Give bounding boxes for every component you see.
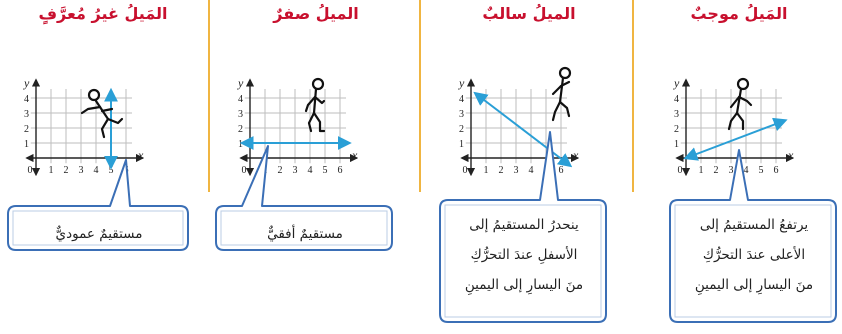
callout-text-undefined: مستقيمٌ عموديٌّ <box>12 219 186 249</box>
x-tick-label: 0 <box>242 165 247 176</box>
callout-line: منَ اليسارِ إلى اليمينِ <box>676 270 832 300</box>
x-tick-label: 4 <box>529 165 534 176</box>
stick-figure-head <box>560 68 570 78</box>
x-tick-label: 5 <box>759 165 764 176</box>
y-tick-label: 4 <box>459 94 464 105</box>
x-tick-label: 1 <box>699 165 704 176</box>
y-tick-label: 3 <box>238 109 243 120</box>
stick-figure-limb <box>737 113 743 129</box>
x-tick-label: 3 <box>293 165 298 176</box>
x-axis-label: x <box>787 148 794 162</box>
x-tick-label: 1 <box>49 165 54 176</box>
stick-figure-head <box>738 79 748 89</box>
y-tick-label: 2 <box>459 124 464 135</box>
stick-figure-limb <box>314 89 316 113</box>
y-tick-label: 1 <box>674 139 679 150</box>
x-axis-label: x <box>137 148 144 162</box>
callout-line: ينحدرُ المستقيمُ إلى <box>446 210 602 240</box>
x-tick-label: 6 <box>774 165 779 176</box>
slope-line <box>476 94 571 166</box>
y-tick-label: 3 <box>24 109 29 120</box>
callout-text-negative: ينحدرُ المستقيمُ إلى الأسفلِ عندَ التحرُ… <box>446 210 602 300</box>
x-tick-label: 5 <box>323 165 328 176</box>
stick-figure-limb <box>737 89 741 113</box>
x-tick-label: 2 <box>499 165 504 176</box>
stick-figure-limb <box>82 107 100 113</box>
callout-line: يرتفعُ المستقيمُ إلى <box>676 210 832 240</box>
callout-text-zero: مستقيمٌ أفقيٌّ <box>222 219 388 249</box>
y-tick-label: 4 <box>238 94 243 105</box>
x-tick-label: 0 <box>28 165 33 176</box>
y-tick-label: 3 <box>459 109 464 120</box>
y-tick-label: 3 <box>674 109 679 120</box>
x-axis-label: x <box>351 148 358 162</box>
x-tick-label: 3 <box>729 165 734 176</box>
y-tick-label: 2 <box>238 124 243 135</box>
stick-figure-head <box>89 90 99 100</box>
x-axis-label: x <box>572 148 579 162</box>
x-tick-label: 4 <box>94 165 99 176</box>
y-axis-label: y <box>23 76 30 90</box>
y-tick-label: 2 <box>24 124 29 135</box>
x-tick-label: 3 <box>79 165 84 176</box>
y-tick-label: 4 <box>674 94 679 105</box>
callout-text-positive: يرتفعُ المستقيمُ إلى الأعلى عندَ التحرُّ… <box>676 210 832 300</box>
x-tick-label: 6 <box>338 165 343 176</box>
y-tick-label: 4 <box>24 94 29 105</box>
x-tick-label: 2 <box>64 165 69 176</box>
x-tick-label: 0 <box>678 165 683 176</box>
y-tick-label: 1 <box>459 139 464 150</box>
stick-figure-limb <box>553 102 560 120</box>
stick-figure-climbing <box>729 79 751 129</box>
x-tick-label: 3 <box>514 165 519 176</box>
y-tick-label: 1 <box>24 139 29 150</box>
x-tick-label: 4 <box>308 165 313 176</box>
y-axis-label: y <box>673 76 680 90</box>
stick-figure-head <box>313 79 323 89</box>
callout-line: مستقيمٌ أفقيٌّ <box>222 219 388 249</box>
y-axis-label: y <box>237 76 244 90</box>
x-tick-label: 2 <box>278 165 283 176</box>
y-tick-label: 2 <box>674 124 679 135</box>
callout-line: الأعلى عندَ التحرُّكِ <box>676 240 832 270</box>
callout-line: مستقيمٌ عموديٌّ <box>12 219 186 249</box>
x-tick-label: 0 <box>463 165 468 176</box>
stick-figure-limb <box>553 86 561 94</box>
stick-figure-walking <box>306 79 324 131</box>
stick-figure-limb <box>729 113 737 129</box>
x-tick-label: 1 <box>484 165 489 176</box>
callout-line: منَ اليسارِ إلى اليمينِ <box>446 270 602 300</box>
x-tick-label: 2 <box>714 165 719 176</box>
x-tick-label: 6 <box>559 165 564 176</box>
callout-line: الأسفلِ عندَ التحرُّكِ <box>446 240 602 270</box>
y-tick-label: 1 <box>238 139 243 150</box>
y-axis-label: y <box>458 76 465 90</box>
